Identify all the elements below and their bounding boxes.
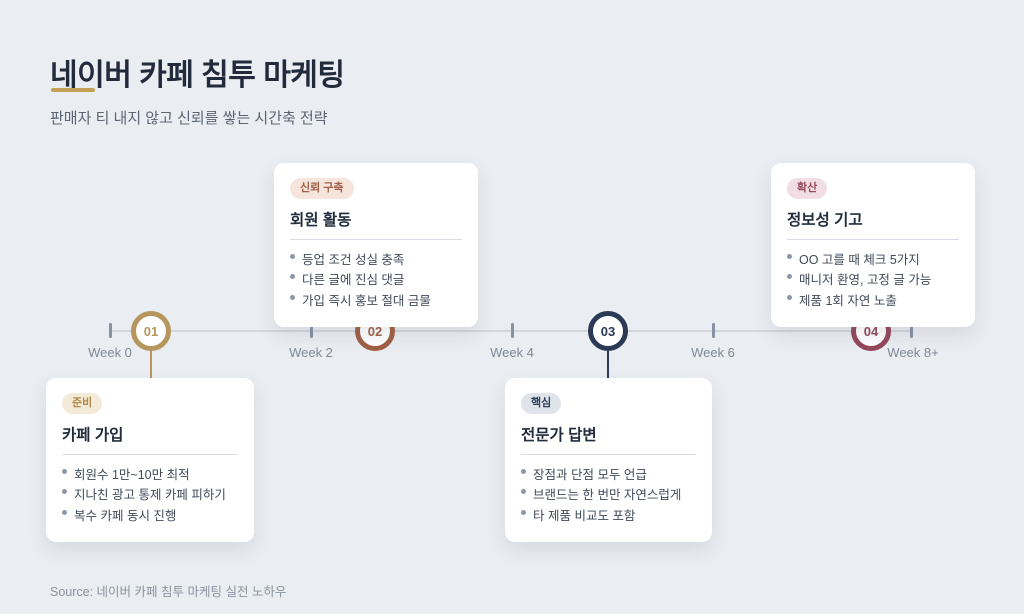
bullet-text: 복수 카페 동시 진행: [74, 508, 177, 523]
list-item: 장점과 단점 모두 언급: [521, 465, 696, 485]
milestone-number: 04: [863, 323, 879, 339]
week-label-4: Week 4: [490, 345, 534, 360]
bullet-list: 등업 조건 성실 충족 다른 글에 진심 댓글 가입 즉시 홍보 절대 금물: [290, 250, 462, 311]
connector-milestone-1: [150, 348, 152, 380]
list-item: 브랜드는 한 번만 자연스럽게: [521, 485, 696, 505]
week-label-8plus: Week 8+: [887, 345, 939, 360]
list-item: 회원수 1만~10만 최적: [62, 465, 238, 485]
bullet-text: 타 제품 비교도 포함: [533, 508, 636, 523]
bullet-dot-icon: [521, 509, 526, 515]
list-item: 등업 조건 성실 충족: [290, 250, 462, 270]
milestone-node-01: 01: [131, 311, 171, 351]
bullet-dot-icon: [62, 489, 67, 495]
bullet-dot-icon: [787, 254, 792, 260]
page-title: 네이버 카페 침투 마케팅: [50, 59, 345, 92]
list-item: 제품 1회 자연 노출: [787, 291, 959, 311]
week-label-2: Week 2: [289, 345, 333, 360]
list-item: 복수 카페 동시 진행: [62, 506, 238, 526]
milestone-card-3: 핵심 전문가 답변 장점과 단점 모두 언급 브랜드는 한 번만 자연스럽게 타…: [505, 378, 712, 542]
milestone-number: 03: [600, 323, 616, 339]
source-note: Source: 네이버 카페 침투 마케팅 실전 노하우: [50, 585, 287, 599]
bullet-text: 브랜드는 한 번만 자연스럽게: [533, 488, 682, 503]
bullet-dot-icon: [521, 489, 526, 495]
milestone-card-2: 신뢰 구축 회원 활동 등업 조건 성실 충족 다른 글에 진심 댓글 가입 즉…: [274, 163, 478, 327]
bullet-text: 가입 즉시 홍보 절대 금물: [302, 293, 431, 308]
bullet-text: 지나친 광고 통제 카페 피하기: [74, 488, 226, 503]
status-badge: 핵심: [521, 393, 562, 415]
bullet-text: 매니저 환영, 고정 글 가능: [799, 273, 932, 288]
bullet-dot-icon: [521, 469, 526, 475]
milestone-card-1: 준비 카페 가입 회원수 1만~10만 최적 지나친 광고 통제 카페 피하기 …: [46, 378, 254, 542]
week-label-6: Week 6: [691, 345, 735, 360]
list-item: 타 제품 비교도 포함: [521, 506, 696, 526]
timeline-tick-week4: [511, 323, 514, 338]
timeline-tick-week8: [910, 323, 913, 338]
bullet-dot-icon: [290, 294, 295, 300]
card-title: 카페 가입: [62, 423, 238, 456]
bullet-text: 제품 1회 자연 노출: [799, 293, 897, 308]
card-title: 회원 활동: [290, 208, 462, 241]
milestone-number: 01: [143, 323, 159, 339]
bullet-text: OO 고를 때 체크 5가지: [799, 253, 920, 268]
bullet-list: OO 고를 때 체크 5가지 매니저 환영, 고정 글 가능 제품 1회 자연 …: [787, 250, 959, 311]
bullet-dot-icon: [62, 509, 67, 515]
bullet-text: 등업 조건 성실 충족: [302, 253, 405, 268]
milestone-number: 02: [367, 323, 383, 339]
bullet-dot-icon: [290, 274, 295, 280]
bullet-text: 다른 글에 진심 댓글: [302, 273, 405, 288]
timeline-tick-week6: [712, 323, 715, 338]
list-item: 지나친 광고 통제 카페 피하기: [62, 485, 238, 505]
timeline-tick-week0: [109, 323, 112, 338]
connector-milestone-3: [607, 348, 609, 380]
status-badge: 준비: [62, 393, 103, 415]
week-label-0: Week 0: [88, 345, 132, 360]
bullet-dot-icon: [62, 469, 67, 475]
timeline-tick-week2: [310, 323, 313, 338]
list-item: 매니저 환영, 고정 글 가능: [787, 270, 959, 290]
milestone-node-03: 03: [588, 311, 628, 351]
card-title: 정보성 기고: [787, 208, 959, 241]
bullet-list: 회원수 1만~10만 최적 지나친 광고 통제 카페 피하기 복수 카페 동시 …: [62, 465, 238, 526]
bullet-dot-icon: [290, 254, 295, 260]
list-item: OO 고를 때 체크 5가지: [787, 250, 959, 270]
bullet-text: 회원수 1만~10만 최적: [74, 468, 190, 483]
list-item: 가입 즉시 홍보 절대 금물: [290, 291, 462, 311]
list-item: 다른 글에 진심 댓글: [290, 270, 462, 290]
bullet-text: 장점과 단점 모두 언급: [533, 468, 647, 483]
bullet-dot-icon: [787, 274, 792, 280]
bullet-list: 장점과 단점 모두 언급 브랜드는 한 번만 자연스럽게 타 제품 비교도 포함: [521, 465, 696, 526]
milestone-card-4: 확산 정보성 기고 OO 고를 때 체크 5가지 매니저 환영, 고정 글 가능…: [771, 163, 975, 327]
status-badge: 신뢰 구축: [290, 178, 354, 200]
bullet-dot-icon: [787, 294, 792, 300]
page-subtitle: 판매자 티 내지 않고 신뢰를 쌓는 시간축 전략: [50, 110, 328, 127]
title-underline-accent: [51, 88, 95, 92]
status-badge: 확산: [787, 178, 828, 200]
card-title: 전문가 답변: [521, 423, 696, 456]
